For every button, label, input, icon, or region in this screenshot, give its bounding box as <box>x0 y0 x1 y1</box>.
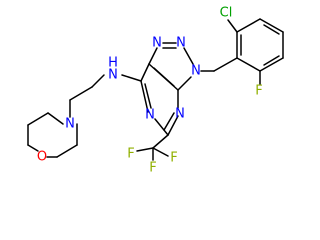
bond-ar-4 <box>259 57 284 72</box>
bond-ar-ch2 <box>213 57 238 72</box>
bond-morph-6 <box>56 144 78 158</box>
bond-c7a-c3a-double <box>153 67 175 87</box>
atom-n-amine: N <box>108 68 118 83</box>
bond-morph-2 <box>27 112 49 126</box>
bond-n3-c3a <box>177 76 192 91</box>
bond-nh-ch2a <box>91 74 105 88</box>
bond-c5-ccf3 <box>152 134 169 149</box>
bond-c7-n6-double <box>144 83 152 109</box>
atom-f-cf3-2: F <box>149 161 156 176</box>
atom-n-triazole-1: N <box>152 36 162 51</box>
atom-f-cf3-3: F <box>170 151 177 166</box>
bond-ar-inner-2 <box>263 55 280 66</box>
bonds <box>27 18 284 161</box>
bond-c7a-c7 <box>140 63 150 82</box>
bond-c7-nh <box>121 74 142 82</box>
bond-ar-2 <box>259 18 284 33</box>
bond-morph-4 <box>27 144 39 152</box>
atom-labels: Cl F N N N N N H N N O F F F <box>37 6 263 176</box>
bond-c7-n6 <box>140 80 149 113</box>
bond-n3-n2 <box>183 47 194 65</box>
bond-ch2a-ch2b <box>69 86 93 101</box>
atom-f-cf3-1: F <box>127 147 134 162</box>
bond-n6-c5 <box>154 118 169 136</box>
chemical-structure-diagram: Cl F N N N N N H N N O F F F <box>27 6 284 176</box>
atom-cl: Cl <box>220 6 233 21</box>
bond-ar-5 <box>236 57 261 72</box>
atom-n-pyrimidine-6: N <box>145 108 155 123</box>
bond-c-f1 <box>136 147 154 152</box>
atom-n-triazole-2: N <box>176 36 186 51</box>
atom-f-aryl: F <box>255 84 262 99</box>
atom-n-pyrimidine-4: N <box>175 107 185 122</box>
bond-morph-1 <box>47 112 64 125</box>
atom-h-amine: H <box>108 56 118 71</box>
atom-n-morpholine: N <box>65 117 75 132</box>
bond-c-f3 <box>152 147 169 157</box>
bond-c5-n4-double <box>163 112 175 131</box>
bond-c5-n4 <box>167 115 179 136</box>
bond-n1-c7a <box>148 47 158 65</box>
bond-c-cl <box>227 19 238 33</box>
bond-ar-inner-1 <box>263 24 280 35</box>
bond-ar-1 <box>236 18 261 33</box>
atom-o-morpholine: O <box>37 150 47 165</box>
atom-n-triazole-3: N <box>191 64 201 79</box>
